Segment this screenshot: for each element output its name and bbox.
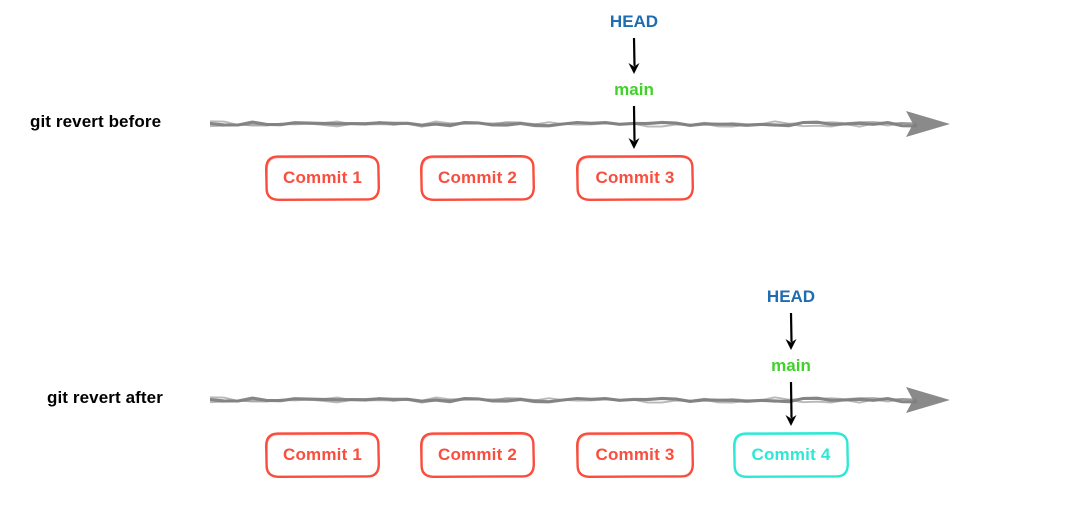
commit-box[interactable]: Commit 1 [265, 432, 380, 478]
commit-box-label: Commit 4 [751, 445, 831, 464]
commit-box-label: Commit 3 [595, 445, 675, 464]
head-pointer-label-after: HEAD [766, 287, 816, 306]
commit-box[interactable]: Commit 2 [420, 432, 535, 478]
commit-box[interactable]: Commit 3 [576, 432, 694, 478]
commit-box-label: Commit 1 [282, 168, 363, 187]
head-to-branch-arrow-icon-before [625, 38, 643, 74]
branch-pointer-label-before: main [614, 80, 654, 99]
timeline-arrow-after [210, 386, 950, 414]
timeline-arrow-before [210, 110, 950, 138]
commit-box-label: Commit 2 [437, 445, 518, 464]
row-label-before: git revert before [30, 112, 162, 131]
branch-to-commit-arrow-icon-before [625, 106, 643, 149]
head-to-branch-arrow-icon-after [782, 313, 800, 350]
commit-box-label: Commit 1 [282, 445, 363, 464]
head-pointer-label-before: HEAD [609, 12, 659, 31]
commit-box[interactable]: Commit 2 [420, 155, 535, 201]
commit-box[interactable]: Commit 4 [733, 432, 849, 478]
branch-to-commit-arrow-icon-after [782, 382, 800, 426]
commit-box-label: Commit 3 [595, 168, 675, 187]
commit-box[interactable]: Commit 1 [265, 155, 380, 201]
commit-box-label: Commit 2 [437, 168, 518, 187]
branch-pointer-label-after: main [771, 356, 811, 375]
row-label-after: git revert after [47, 388, 163, 407]
commit-box[interactable]: Commit 3 [576, 155, 694, 201]
